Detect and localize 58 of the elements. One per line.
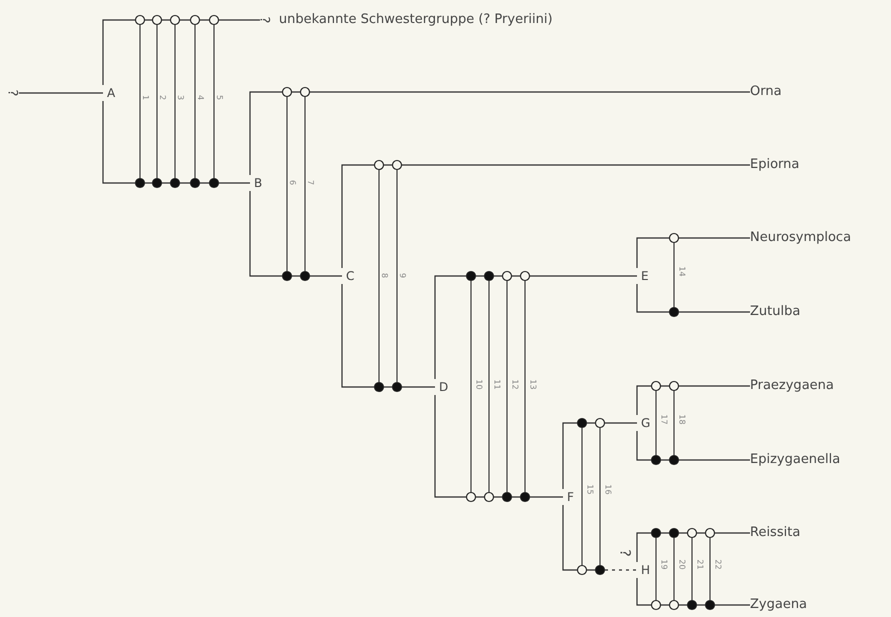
taxon-label: Neurosymploca (750, 230, 852, 246)
branch-line (636, 237, 750, 268)
clade-label: C (342, 268, 354, 284)
character-number: 15 (586, 484, 595, 495)
character-number: 8 (380, 272, 390, 278)
taxon-label: Zutulba (750, 304, 800, 320)
character-number: 14 (678, 266, 687, 277)
character-number: 13 (528, 379, 538, 390)
branch-line (636, 431, 750, 461)
clade-label: D (435, 379, 448, 395)
clade-label: F (563, 489, 574, 505)
clade-label: B (250, 175, 262, 191)
character-number: 18 (678, 414, 687, 425)
character-number: 4 (196, 94, 206, 100)
character-number: 19 (660, 559, 669, 570)
question-mark: ? (255, 16, 272, 24)
clade-label: H (637, 562, 650, 578)
character-number: 11 (492, 379, 502, 390)
branch-line (18, 92, 103, 94)
taxon-label: Epizygaenella (750, 452, 840, 468)
taxon-label: Reissita (750, 525, 800, 541)
character-number: 12 (510, 379, 520, 390)
branch-line (249, 91, 750, 175)
branch-line (102, 101, 250, 184)
character-number: 2 (158, 94, 168, 100)
character-number: 21 (696, 559, 705, 570)
branch-line (434, 395, 563, 498)
character-number: 9 (398, 272, 408, 278)
branch-line (341, 284, 435, 388)
character-number: 10 (474, 379, 484, 390)
character-number: 16 (604, 484, 613, 495)
branch-line (562, 505, 637, 571)
branch-line (636, 284, 750, 313)
question-mark: ? (616, 549, 633, 557)
taxon-label: Orna (750, 84, 782, 100)
taxon-label: Praezygaena (750, 378, 834, 394)
clade-label: G (637, 415, 650, 431)
clade-label: A (103, 85, 116, 101)
branch-line (102, 19, 260, 85)
branch-line (562, 422, 637, 489)
branch-line (341, 164, 750, 268)
character-number: 17 (660, 414, 669, 425)
taxon-label: Zygaena (750, 597, 808, 613)
character-number: 20 (678, 559, 687, 570)
branch-line (434, 275, 637, 379)
character-number: 3 (176, 94, 186, 100)
taxon-label: unbekannte Schwestergruppe (? Pryeriini) (278, 12, 553, 27)
branch-line (636, 385, 750, 415)
character-number: 6 (288, 180, 298, 186)
taxon-label: Epiorna (750, 157, 800, 173)
character-number: 1 (141, 94, 150, 100)
branch-line (636, 532, 750, 562)
character-number: 22 (714, 559, 723, 570)
character-number: 5 (215, 94, 224, 100)
branch-line (249, 191, 342, 277)
clade-label: E (637, 268, 649, 284)
branch-line (636, 578, 750, 606)
character-number: 7 (306, 180, 316, 186)
